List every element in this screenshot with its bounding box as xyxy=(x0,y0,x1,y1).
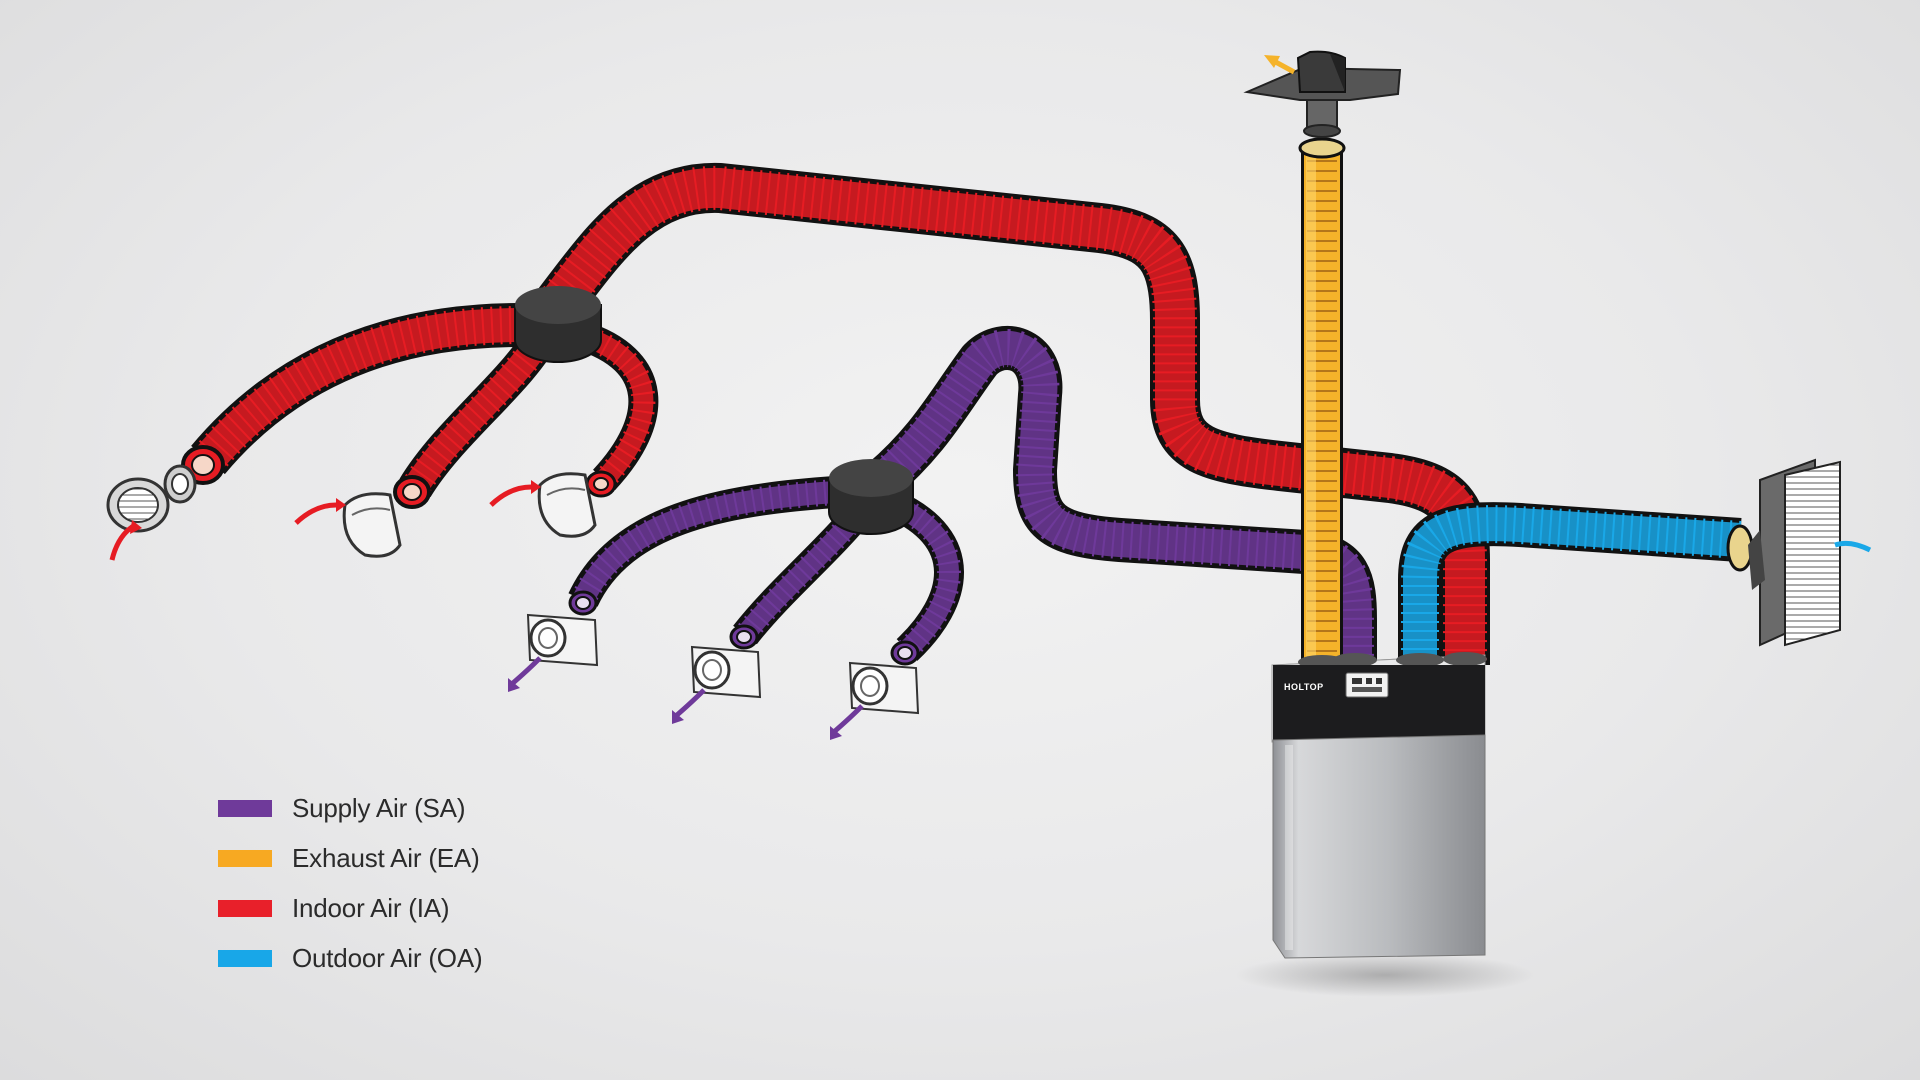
supply-diffuser-3 xyxy=(848,661,920,715)
legend-label: Outdoor Air (OA) xyxy=(292,942,483,973)
legend-swatch-supply xyxy=(218,799,272,817)
supply-arrow-icon-2 xyxy=(675,688,706,717)
control-panel xyxy=(1345,672,1389,698)
extract-arrow-head-icon xyxy=(130,520,142,534)
supply-arrow-icon-3 xyxy=(833,704,864,733)
legend-item-indoor-air: Indoor Air (IA) xyxy=(218,883,482,933)
supply-air-hub xyxy=(828,459,914,535)
hrv-unit: HOLTOP xyxy=(1235,652,1535,997)
exhaust-arrow-icon xyxy=(1264,55,1296,75)
legend-label: Exhaust Air (EA) xyxy=(292,842,480,873)
outdoor-air-duct xyxy=(1398,502,1754,665)
legend-label: Indoor Air (IA) xyxy=(292,892,450,923)
supply-air-ducts xyxy=(568,326,1377,666)
legend-item-outdoor-air: Outdoor Air (OA) xyxy=(218,933,483,983)
extract-arrow-icon-2 xyxy=(294,502,337,525)
legend-swatch-exhaust xyxy=(218,849,272,867)
legend: Supply Air (SA) Exhaust Air (EA) Indoor … xyxy=(218,783,483,983)
indoor-air-ducts xyxy=(181,162,1490,665)
supply-diffuser-2 xyxy=(690,645,762,699)
supply-diffuser-1 xyxy=(526,613,599,667)
brand-logo: HOLTOP xyxy=(1284,682,1324,692)
extract-valve-disc-1 xyxy=(342,492,402,558)
legend-item-supply-air: Supply Air (SA) xyxy=(218,783,482,833)
extract-valve-round xyxy=(106,464,197,533)
legend-swatch-outdoor xyxy=(218,949,272,967)
roof-vent-cap xyxy=(1243,50,1402,138)
exhaust-air-duct xyxy=(1298,137,1346,663)
indoor-air-hub xyxy=(514,286,602,363)
legend-label: Supply Air (SA) xyxy=(292,792,466,823)
legend-swatch-indoor xyxy=(218,899,272,917)
supply-arrow-icon xyxy=(511,656,542,685)
outdoor-intake-arrow-icon xyxy=(1834,540,1872,553)
legend-item-exhaust-air: Exhaust Air (EA) xyxy=(218,833,482,883)
extract-arrow-icon-3 xyxy=(489,484,532,507)
extract-valve-disc-2 xyxy=(537,472,597,538)
exterior-wall-grille xyxy=(1748,458,1841,647)
